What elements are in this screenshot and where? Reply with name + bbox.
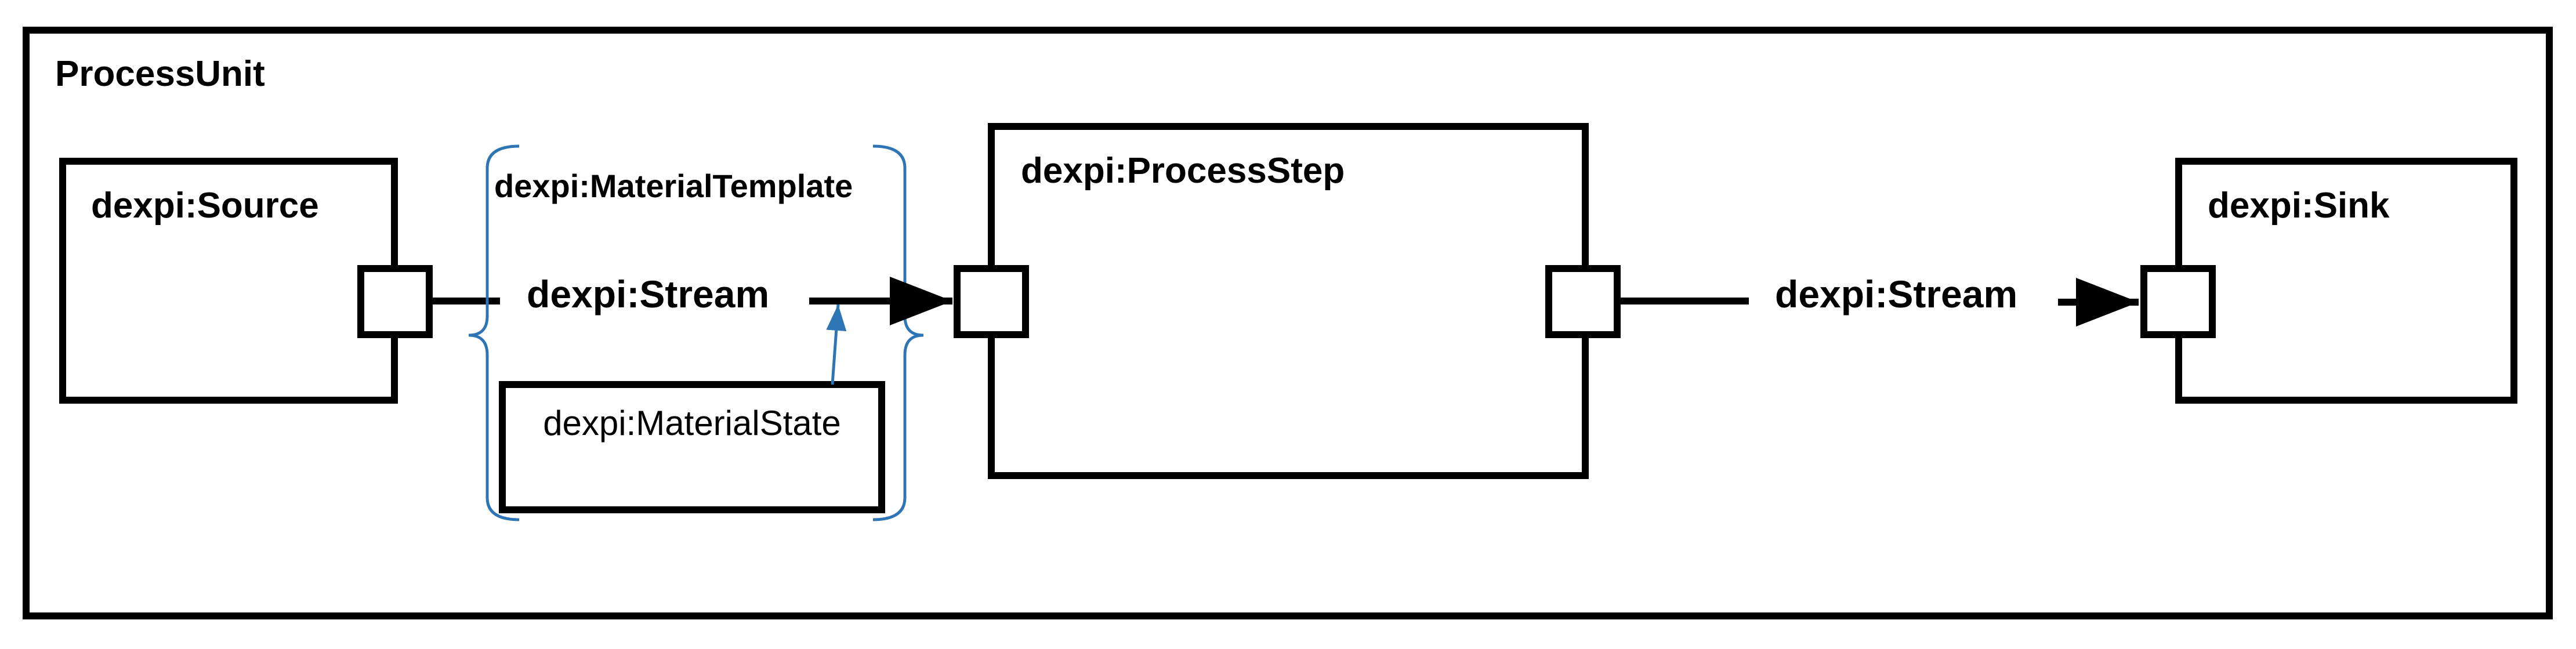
source-node[interactable]: [59, 158, 398, 404]
material-template-right-bracket: [872, 144, 924, 521]
stream-1-label: dexpi:Stream: [527, 273, 769, 316]
sink-label: dexpi:Sink: [2208, 186, 2390, 226]
material-state-node[interactable]: [499, 381, 885, 513]
material-template-label: dexpi:MaterialTemplate: [494, 168, 853, 204]
process-unit-title: ProcessUnit: [55, 54, 265, 94]
source-port[interactable]: [357, 265, 433, 338]
material-state-to-stream-arrow: [826, 304, 847, 385]
process-step-inlet-port[interactable]: [954, 265, 1029, 338]
process-step-outlet-port[interactable]: [1545, 265, 1621, 338]
process-step-label: dexpi:ProcessStep: [1021, 151, 1345, 191]
stream-2-label: dexpi:Stream: [1775, 273, 2017, 316]
sink-port[interactable]: [2140, 265, 2216, 338]
sink-node[interactable]: [2175, 158, 2517, 404]
material-template-left-bracket: [468, 144, 520, 521]
process-unit-container: [23, 27, 2553, 619]
material-state-label: dexpi:MaterialState: [543, 404, 841, 443]
source-label: dexpi:Source: [91, 186, 319, 226]
